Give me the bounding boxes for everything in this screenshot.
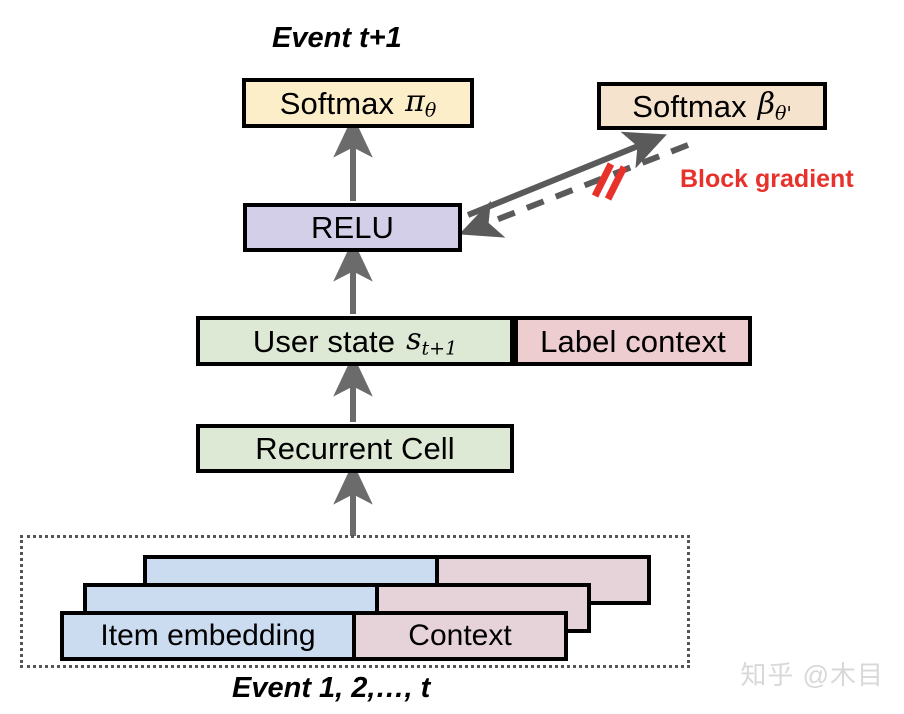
arrow-relu-to-softmax-beta [466,131,667,218]
softmax-beta-label: Softmax [632,88,747,124]
softmax-beta-symbol: βθ' [757,87,792,125]
item-embedding-label: Item embedding [100,619,316,652]
recurrent-cell-node[interactable]: Recurrent Cell [196,424,514,473]
relu-node[interactable]: RELU [243,203,462,252]
user-state-symbol: st+1 [406,322,458,360]
event-history-caption: Event 1, 2,…, t [232,672,431,704]
user-state-node[interactable]: User state st+1 [196,316,514,366]
softmax-policy-symbol: πθ [405,84,437,122]
relu-label: RELU [310,210,395,245]
recurrent-cell-label: Recurrent Cell [255,431,455,466]
label-context-node[interactable]: Label context [514,316,752,366]
context-segment[interactable]: Context [352,611,568,661]
softmax-policy-node[interactable]: Softmax πθ [242,78,474,128]
item-embedding-segment[interactable]: Item embedding [60,611,356,661]
label-context-label: Label context [540,323,726,359]
watermark: 知乎 @木目 [740,660,884,690]
block-gradient-label: Block gradient [680,165,854,193]
context-label: Context [408,619,512,652]
arrow-softmax-beta-to-relu-dashed [458,142,690,238]
event-next-caption: Event t+1 [272,22,402,54]
softmax-beta-node[interactable]: Softmax βθ' [597,82,827,130]
block-gradient-slash-icon [591,162,628,201]
softmax-policy-label: Softmax [279,85,395,121]
event-history-group: Item embedding Context [20,535,690,668]
user-state-label: User state [252,323,396,359]
